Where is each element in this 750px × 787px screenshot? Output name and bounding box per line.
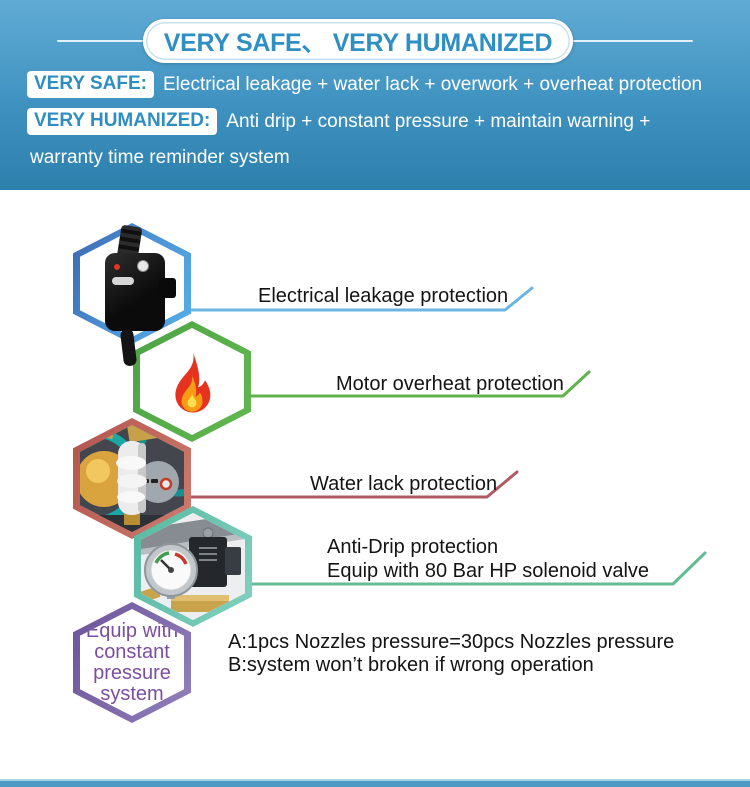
constant-pressure-line-b: B:system won’t broken if wrong operation: [228, 654, 594, 676]
footer-accent-line: [0, 779, 750, 781]
connector-line-electrical: [187, 286, 534, 312]
feature-hexagon-constant-pressure: Equip with constant pressure system: [73, 602, 191, 723]
plug-side-knob: [159, 278, 176, 298]
page-title: VERY SAFE、 VERY HUMANIZED: [163, 29, 553, 57]
title-decor-line-right: [573, 40, 693, 42]
feature-hexagon-overheat: [133, 321, 251, 442]
plug-indicator-light: [114, 264, 120, 270]
anti-drip-line-2: Equip with 80 Bar HP solenoid valve: [327, 560, 650, 582]
connector-line-overheat: [248, 370, 591, 398]
feature-label-anti-drip: Anti-Drip protection Equip with 80 Bar H…: [327, 535, 649, 583]
safety-summary-row: VERY SAFE: Electrical leakage + water la…: [27, 71, 702, 98]
plug-bottom-cable: [119, 328, 138, 367]
hexagon-text-line-4: system: [100, 682, 164, 705]
hexagon-text-line-2: constant: [94, 640, 170, 663]
feature-label-constant-pressure: A:1pcs Nozzles pressure=30pcs Nozzles pr…: [228, 631, 674, 677]
hero-section: VERY SAFE、 VERY HUMANIZED VERY SAFE: Ele…: [0, 0, 750, 190]
very-safe-text: Electrical leakage + water lack + overwo…: [162, 73, 703, 95]
constant-pressure-line-a: A:1pcs Nozzles pressure=30pcs Nozzles pr…: [228, 631, 675, 653]
hexagon-inner-overheat: [140, 328, 244, 435]
very-humanized-tag: VERY HUMANIZED:: [27, 108, 218, 135]
very-safe-tag: VERY SAFE:: [27, 71, 154, 98]
very-humanized-text: Anti drip + constant pressure + maintain…: [226, 110, 651, 132]
hexagon-text-line-3: pressure: [93, 661, 171, 684]
feature-label-electrical: Electrical leakage protection: [258, 285, 509, 307]
plug-reset-button: [112, 277, 134, 285]
connector-line-water-lack: [187, 470, 519, 499]
hexagon-text-line-1: Equip with: [85, 619, 179, 642]
title-pill: VERY SAFE、 VERY HUMANIZED: [143, 19, 573, 63]
humanized-continuation-text: warranty time reminder system: [30, 147, 290, 168]
feature-hexagon-anti-drip: [134, 506, 252, 627]
connector-line-anti-drip: [248, 551, 707, 586]
feature-label-water-lack: Water lack protection: [310, 473, 498, 495]
humanized-summary-row: VERY HUMANIZED: Anti drip + constant pre…: [27, 108, 650, 135]
footer-bar: [0, 781, 750, 787]
leakage-protector-plug-icon: [95, 224, 179, 368]
feature-label-overheat: Motor overheat protection: [336, 373, 564, 395]
flame-icon: [175, 350, 211, 413]
plug-test-button: [137, 260, 149, 272]
title-decor-line-left: [57, 40, 143, 42]
anti-drip-line-1: Anti-Drip protection: [327, 536, 499, 558]
